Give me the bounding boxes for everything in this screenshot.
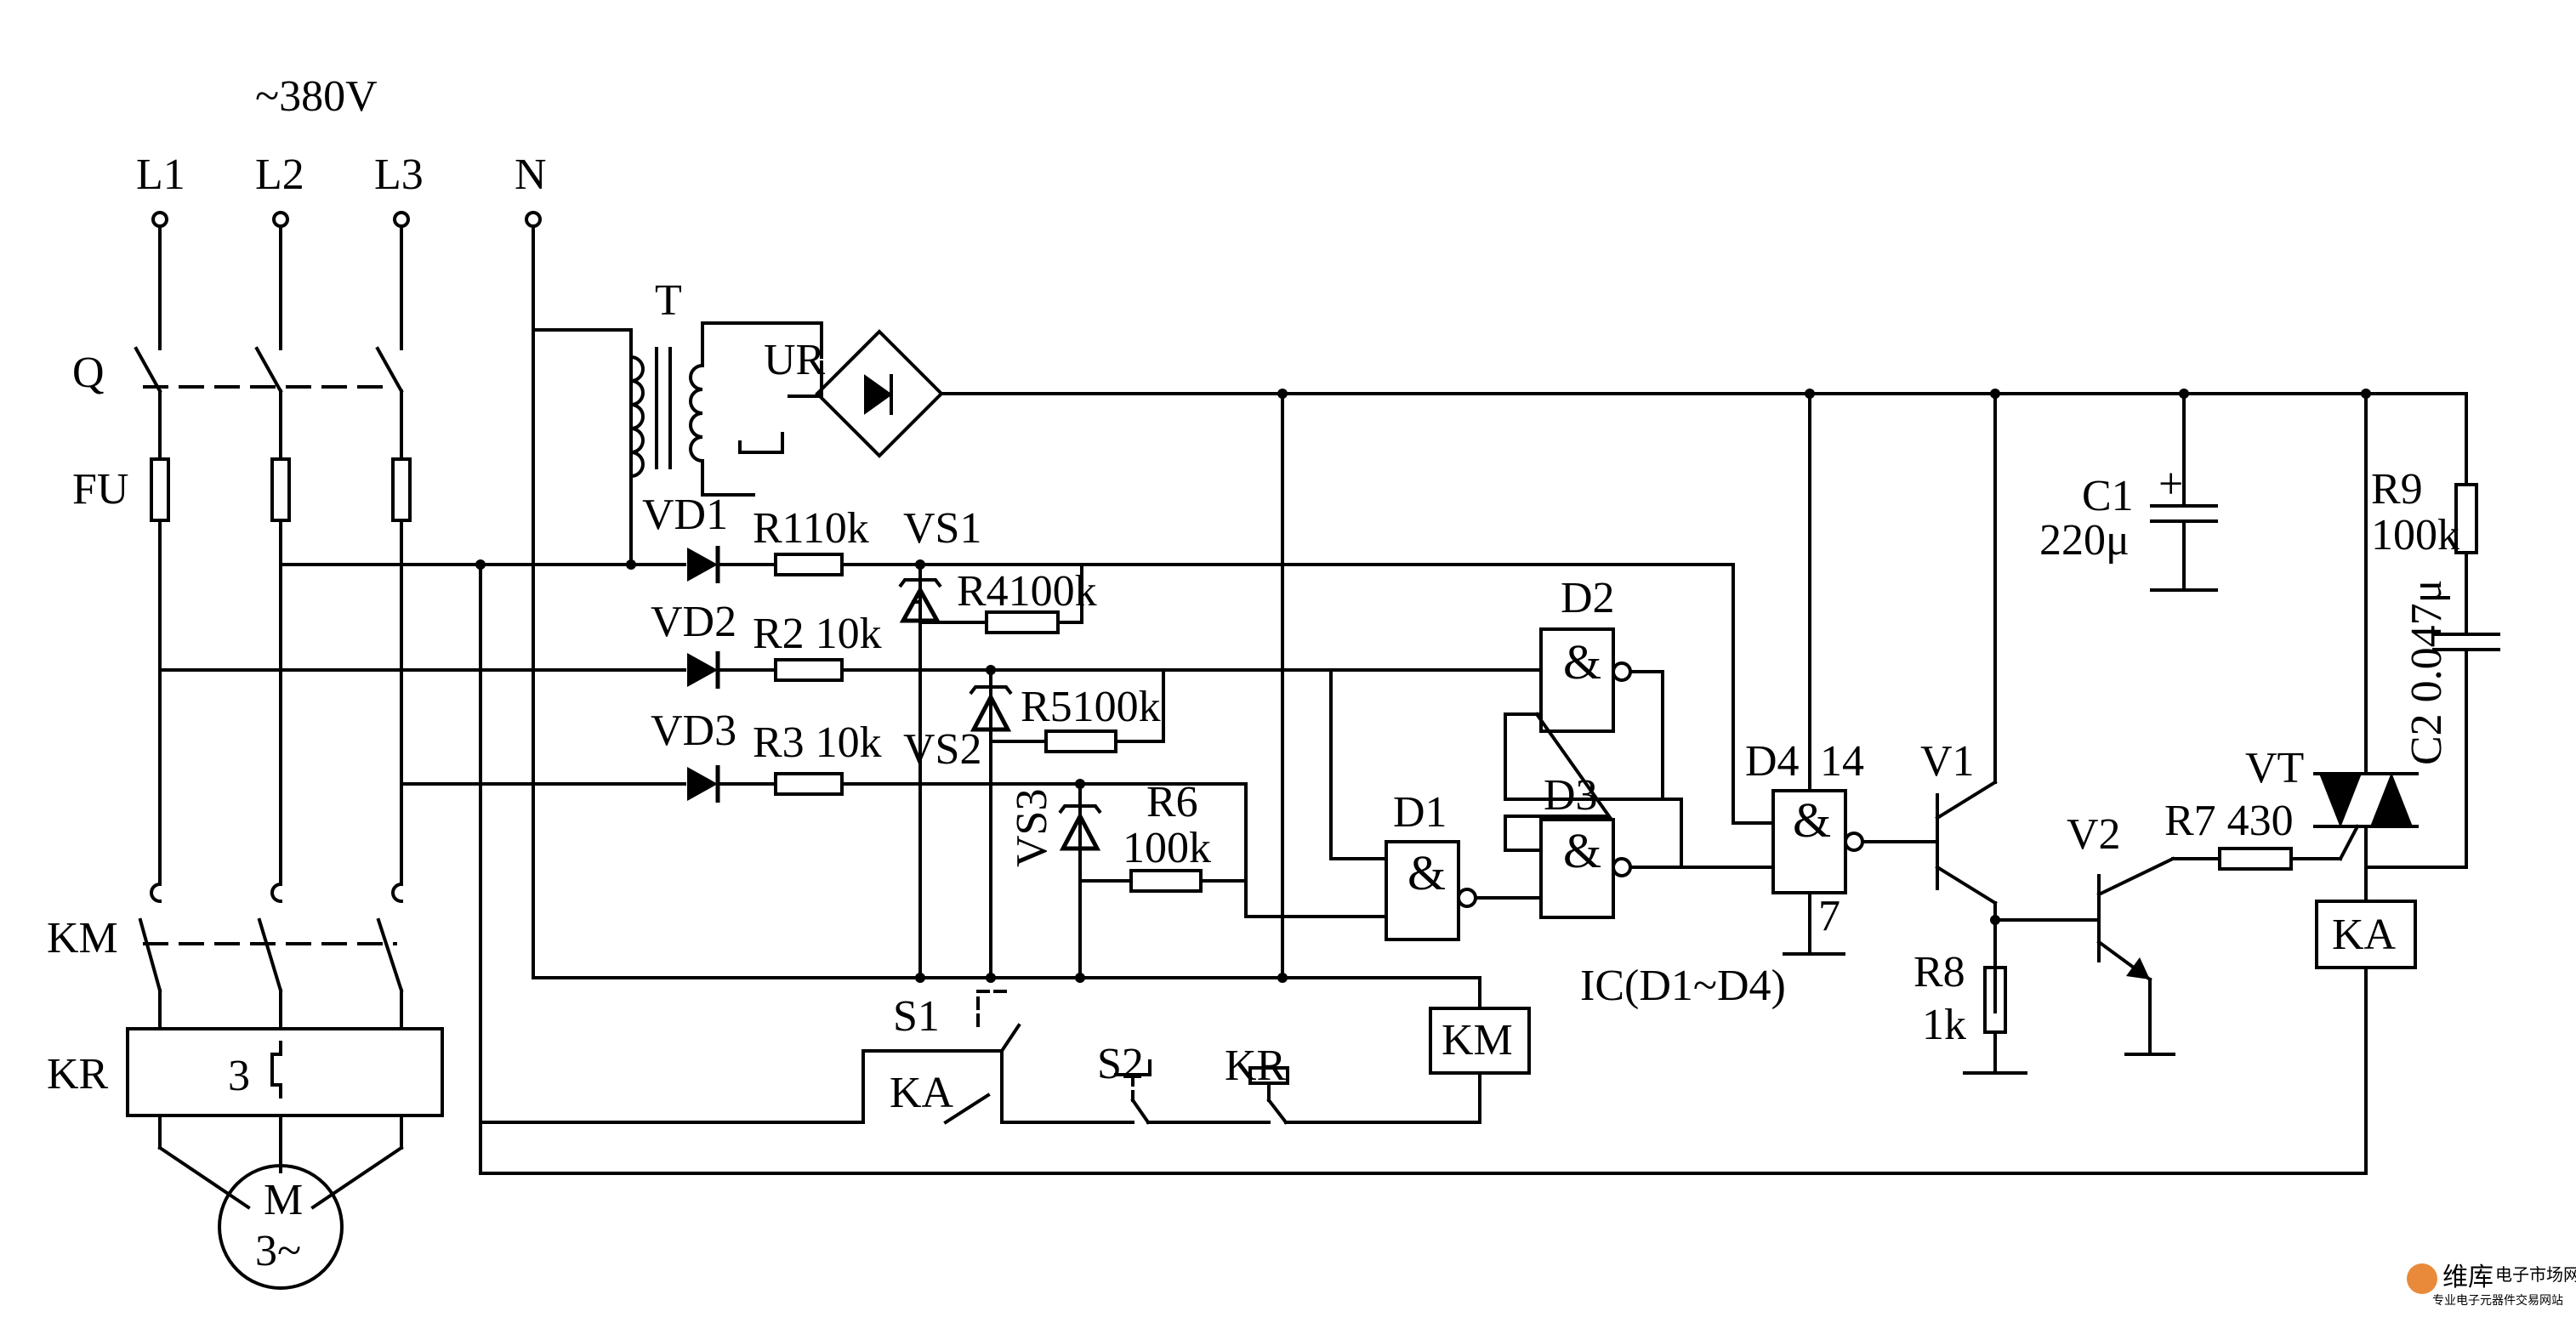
label-motor-phase: 3~ [255, 1227, 301, 1275]
wires [126, 211, 2500, 1290]
label-vd3: VD3 [651, 707, 736, 755]
label-pin7: 7 [1818, 892, 1840, 940]
label-l3: L3 [374, 150, 424, 199]
diodes [687, 546, 718, 803]
label-t: T [655, 276, 682, 325]
label-l1: L1 [136, 150, 185, 199]
label-r2: R2 10k [753, 610, 882, 658]
watermark-brand: 维库 [2442, 1263, 2494, 1291]
label-r7: R7 430 [2164, 797, 2294, 845]
label-ic: IC(D1~D4) [1580, 962, 1786, 1010]
label-r6-value: 100k [1123, 824, 1211, 872]
label-km-main: KM [47, 914, 118, 962]
watermark-site: 电子市场网 [2495, 1265, 2576, 1285]
label-s2: S2 [1097, 1040, 1144, 1088]
label-r3: R3 10k [753, 718, 882, 767]
label-r6: R6 [1146, 778, 1198, 826]
label-d1: D1 [1393, 788, 1447, 837]
label-s1: S1 [893, 992, 940, 1041]
label-c2: C2 0.047μ [2403, 579, 2451, 765]
label-v1: V1 [1920, 737, 1975, 786]
label-c1: C1 [2082, 472, 2134, 520]
label-r5: R5100k [1021, 683, 1161, 731]
label-d4: D4 [1745, 737, 1800, 786]
label-motor: M [264, 1176, 303, 1224]
label-r9: R9 [2371, 465, 2423, 514]
label-d2: D2 [1561, 574, 1615, 622]
label-kr-element: 3 [228, 1052, 250, 1100]
label-q: Q [72, 349, 105, 397]
label-fu: FU [72, 465, 128, 514]
and-symbol-d4: & [1793, 792, 1831, 848]
watermark-tagline: 专业电子元器件交易网站 [2432, 1293, 2563, 1307]
label-c1-plus: + [2158, 460, 2183, 508]
label-r8-value: 1k [1922, 1001, 1966, 1049]
label-vd1: VD1 [642, 491, 728, 539]
label-vt: VT [2245, 744, 2304, 792]
label-l2: L2 [255, 150, 304, 199]
label-ur: UR [764, 336, 826, 384]
label-vs2: VS2 [903, 725, 981, 774]
zeners [898, 578, 1102, 851]
label-ka-contact: KA [890, 1069, 954, 1117]
label-r8: R8 [1914, 948, 1965, 996]
supply-voltage: ~380V [255, 72, 378, 121]
label-d3: D3 [1544, 771, 1598, 820]
label-r1: R110k [753, 504, 869, 553]
label-pin14: 14 [1820, 737, 1864, 786]
v2-emitter-arrow [2126, 957, 2150, 979]
label-v2: V2 [2067, 810, 2121, 859]
label-kr-main: KR [47, 1050, 109, 1098]
and-symbol-d2: & [1563, 634, 1601, 690]
and-symbol-d1: & [1407, 845, 1446, 900]
watermark: 维库 电子市场网 专业电子元器件交易网站 [2407, 1263, 2576, 1307]
label-r9-value: 100k [2371, 511, 2459, 559]
label-r4: R4100k [957, 567, 1097, 616]
label-n: N [515, 150, 547, 199]
label-c1-value: 220μ [2039, 516, 2130, 565]
label-vs3: VS3 [1008, 789, 1056, 867]
watermark-logo-icon [2407, 1263, 2437, 1294]
label-vd2: VD2 [651, 598, 736, 646]
label-km-coil: KM [1442, 1016, 1513, 1064]
and-symbol-d3: & [1563, 823, 1601, 878]
label-kr-contact: KR [1225, 1042, 1287, 1090]
junction-dots [475, 389, 2371, 983]
label-ka-coil: KA [2332, 911, 2397, 959]
label-vs1: VS1 [903, 504, 981, 553]
